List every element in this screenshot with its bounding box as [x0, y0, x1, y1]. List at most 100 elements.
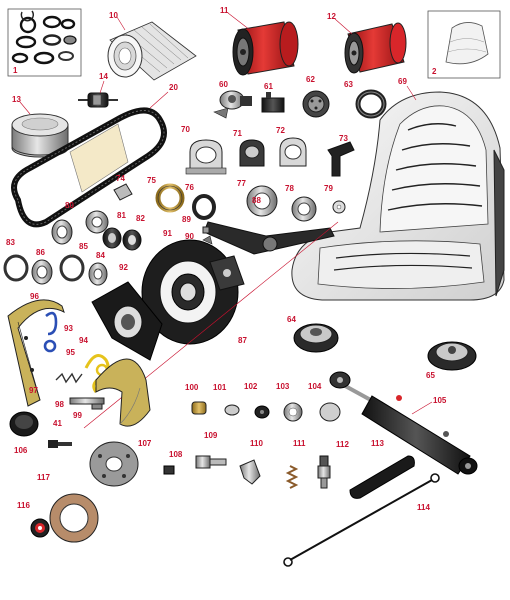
part-79-washer: 79 [324, 184, 346, 214]
part-65-hub: 65 [426, 341, 477, 380]
part-10-air-filter: 10 [107, 11, 197, 81]
part-74-bracket: 74 [113, 174, 133, 201]
callout-13: 13 [12, 95, 21, 104]
part-brake-shoe-lower [95, 358, 151, 427]
callout-75: 75 [147, 176, 156, 185]
part-112-sensor: 112 [317, 440, 349, 489]
part-70-clamp: 70 [181, 125, 227, 175]
callout-107: 107 [138, 439, 152, 448]
part-71-clamp: 71 [233, 129, 265, 167]
part-85-seal: 85 [79, 227, 122, 251]
part-83-race: 83 [3, 238, 29, 282]
callout-82: 82 [136, 214, 145, 223]
callout-105: 105 [433, 396, 447, 405]
callout-101: 101 [213, 383, 227, 392]
callout-109: 109 [204, 431, 218, 440]
callout-85: 85 [79, 242, 88, 251]
callout-102: 102 [244, 382, 258, 391]
callout-90: 90 [185, 232, 194, 241]
part-117-gasket: 117 [37, 473, 99, 543]
part-99-pin: 99 [73, 403, 103, 420]
part-97-spring: 97 [29, 372, 83, 395]
part-78-bearing: 78 [285, 184, 317, 222]
part-103-bearing: 103 [276, 382, 303, 422]
bolt-icon [48, 440, 72, 448]
callout-99: 99 [73, 411, 82, 420]
part-107-disc: 107 [89, 439, 152, 487]
callout-100: 100 [185, 383, 199, 392]
part-95-spring: 95 [43, 339, 75, 357]
callout-91: 91 [163, 229, 172, 238]
callout-65: 65 [426, 371, 435, 380]
part-101-nut: 101 [213, 383, 240, 416]
callout-62: 62 [306, 75, 315, 84]
part-77-bearing: 77 [237, 179, 278, 217]
callout-61: 61 [264, 82, 273, 91]
oring-icon [11, 10, 77, 65]
callout-20: 20 [169, 83, 178, 92]
callout-95: 95 [66, 348, 75, 357]
callout-103: 103 [276, 382, 290, 391]
callout-96: 96 [30, 292, 39, 301]
callout-87: 87 [238, 336, 247, 345]
callout-111: 111 [293, 439, 306, 448]
callout-106: 106 [14, 446, 28, 455]
callout-63: 63 [344, 80, 353, 89]
callout-79: 79 [324, 184, 333, 193]
callout-64: 64 [287, 315, 296, 324]
callout-92: 92 [119, 263, 128, 272]
callout-81: 81 [117, 211, 126, 220]
callout-70: 70 [181, 125, 190, 134]
part-61-relay: 61 [261, 82, 285, 113]
callout-77: 77 [237, 179, 246, 188]
callout-97: 97 [29, 386, 38, 395]
callout-84: 84 [96, 251, 105, 260]
part-113-pad: 113 [349, 439, 415, 499]
callout-116: 116 [17, 501, 30, 510]
part-98-adjuster: 98 [55, 397, 105, 409]
callout-78: 78 [285, 184, 294, 193]
part-105-hydraulic-cylinder: 105 [329, 371, 478, 475]
part-63-seal-ring: 63 [344, 80, 387, 119]
part-104-bushing: 104 [308, 382, 341, 422]
part-60-ignition-switch: 60 [213, 80, 252, 119]
part-89-pin: 89 [182, 215, 210, 234]
part-90-clip: 90 [185, 232, 213, 245]
callout-117: 117 [37, 473, 50, 482]
callout-41: 41 [53, 419, 62, 428]
callout-11: 11 [220, 6, 229, 15]
callout-89: 89 [182, 215, 191, 224]
callout-86: 86 [36, 248, 45, 257]
part-20-drive-belt: 20 [11, 83, 178, 228]
part-111-spring: 111 [285, 439, 306, 489]
part-14-fuel-filter: 14 [78, 72, 118, 108]
part-64-hub: 64 [287, 315, 339, 353]
part-93-spring: 93 [45, 311, 73, 336]
part-114-cable: 114 [283, 473, 440, 567]
callout-114: 114 [417, 503, 430, 512]
part-91-backing-plate: 91 [141, 229, 239, 345]
callout-112: 112 [336, 440, 349, 449]
part-108-nut: 108 [163, 450, 183, 475]
part-13-breather-cap: 13 [11, 95, 69, 158]
part-69-seat: 69 [291, 77, 505, 301]
callout-110: 110 [250, 439, 263, 448]
part-11-oil-filter: 11 [220, 6, 299, 76]
callout-1: 1 [13, 66, 18, 75]
part-2-seat-cover: 2 [427, 10, 501, 79]
part-72-clamp: 72 [276, 126, 307, 167]
callout-74: 74 [116, 174, 125, 183]
part-76-seal: 76 [185, 183, 216, 220]
part-81-bearing: 81 [85, 210, 126, 234]
callout-72: 72 [276, 126, 285, 135]
callout-2: 2 [432, 67, 437, 76]
callout-71: 71 [233, 129, 242, 138]
callout-93: 93 [64, 324, 73, 333]
part-109-bolt: 109 [195, 431, 227, 469]
part-102-nut: 102 [244, 382, 270, 419]
part-82-seal: 82 [122, 214, 145, 251]
part-62-connector: 62 [302, 75, 330, 118]
part-84-race: 84 [59, 251, 108, 286]
callout-80: 80 [65, 201, 74, 210]
